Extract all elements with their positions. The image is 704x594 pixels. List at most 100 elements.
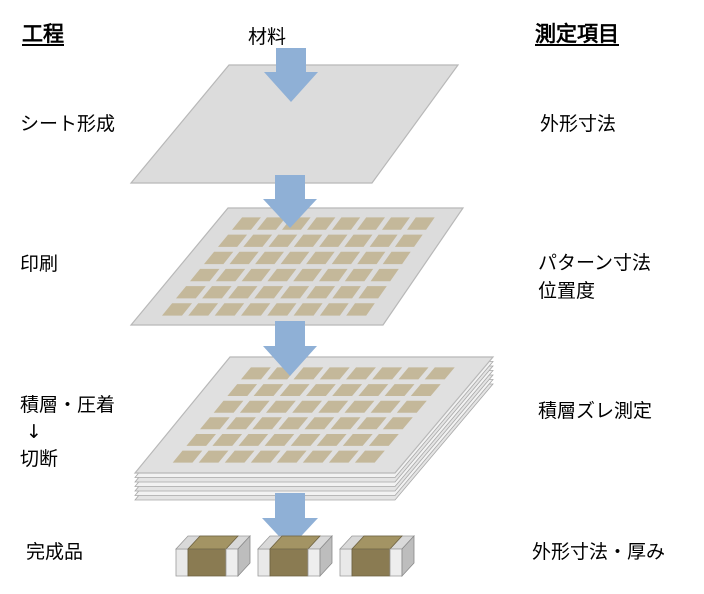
electrode-pad: [424, 367, 455, 380]
electrode-pad: [224, 450, 255, 463]
step-printing: 印刷: [20, 251, 58, 279]
electrode-pad: [241, 268, 271, 282]
chip-side: [319, 534, 333, 578]
step-sheet-forming: シート形成: [20, 111, 115, 139]
electrode-pad: [357, 251, 386, 265]
chip-terminal: [339, 548, 353, 577]
electrode-pad: [358, 384, 389, 396]
step-stacking: 積層・圧着 ↓ 切断: [20, 392, 115, 473]
electrode-pad: [358, 286, 387, 299]
arrow-material-to-sheet: [264, 48, 318, 102]
electrode-pad: [394, 234, 423, 247]
electrode-pad: [293, 234, 323, 247]
electrode-pad: [319, 367, 350, 380]
electrode-pad: [218, 234, 248, 247]
electrode-pad: [253, 384, 284, 396]
chip-body: [351, 548, 391, 577]
electrode-pad: [279, 384, 310, 396]
electrode-pad: [344, 268, 374, 282]
electrode-pad: [304, 417, 335, 430]
electrode-pad: [328, 450, 359, 463]
electrode-pad: [354, 450, 385, 463]
electrode-pad: [292, 400, 322, 413]
measure-outer-dimensions: 外形寸法: [540, 111, 616, 139]
electrode-pad: [255, 251, 284, 265]
electrode-pad: [344, 234, 373, 247]
step-printing-text: 印刷: [20, 253, 59, 275]
electrode-pad: [332, 384, 363, 396]
electrode-pad: [346, 367, 376, 380]
electrode-pad: [346, 303, 375, 316]
electrode-pad: [293, 268, 322, 282]
electrode-pad: [319, 268, 348, 282]
step-stacking-text: 積層・圧着: [20, 394, 116, 416]
electrode-pad: [293, 367, 324, 380]
electrode-pad: [318, 400, 349, 413]
step-sheet-forming-text: シート形成: [20, 113, 116, 135]
electrode-pad: [356, 417, 387, 430]
chip-terminal: [175, 548, 189, 577]
arrow-stack-to-chip: [262, 493, 318, 548]
chip-terminal: [257, 548, 271, 577]
electrode-pad: [252, 417, 282, 430]
electrode-pad: [372, 367, 403, 380]
electrode-pad: [370, 400, 401, 413]
chip-body: [187, 548, 227, 577]
electrode-pad: [213, 400, 244, 413]
electrode-pad: [226, 417, 256, 430]
electrode-pad: [202, 286, 232, 299]
step-cutting-text: 切断: [20, 448, 59, 470]
electrode-pad: [204, 251, 234, 265]
electrode-pad: [342, 434, 373, 446]
electrode-pad: [332, 286, 361, 299]
printed-pattern: [162, 217, 435, 316]
chip-side: [237, 534, 251, 578]
measure-stack-offset: 積層ズレ測定: [538, 398, 652, 426]
measure-pattern-dimensions-text: パターン寸法: [538, 252, 652, 274]
electrode-pad: [306, 384, 336, 396]
electrode-pad: [186, 434, 216, 446]
measure-position-text: 位置度: [538, 279, 596, 302]
electrode-pad: [200, 417, 230, 430]
laminated-pattern: [172, 367, 455, 463]
finished-chips: [175, 534, 415, 578]
electrode-pad: [319, 234, 348, 247]
electrode-pad: [176, 286, 206, 299]
electrode-pad: [215, 268, 246, 282]
measure-outer-thickness: 外形寸法・厚み: [532, 539, 665, 567]
electrode-pad: [278, 417, 309, 430]
electrode-pad: [369, 234, 398, 247]
electrode-pad: [319, 303, 349, 316]
electrode-pad: [410, 384, 441, 396]
electrode-pad: [316, 434, 347, 446]
electrode-pad: [268, 234, 298, 247]
electrode-pad: [243, 234, 273, 247]
electrode-pad: [241, 303, 271, 316]
arrow-sheet-to-print: [263, 175, 317, 228]
electrode-pad: [357, 217, 385, 230]
electrode-pad: [266, 400, 296, 413]
process-header: 工程: [22, 22, 64, 46]
measure-stack-offset-text: 積層ズレ測定: [538, 400, 653, 422]
step-finished-product-text: 完成品: [26, 541, 84, 563]
electrode-pad: [306, 286, 336, 299]
measurement-header: 測定項目: [535, 22, 619, 46]
electrode-pad: [241, 367, 271, 380]
electrode-pad: [250, 450, 281, 463]
electrode-pad: [276, 450, 307, 463]
measure-outer-dimensions-text: 外形寸法: [540, 113, 617, 135]
measure-outer-thickness-text: 外形寸法・厚み: [532, 541, 666, 563]
chip-terminal: [307, 548, 321, 577]
electrode-pad: [254, 286, 284, 299]
electrode-pad: [280, 251, 310, 265]
arrow-print-to-stack: [263, 321, 317, 376]
electrode-pad: [407, 217, 435, 230]
chip-terminal: [389, 548, 403, 577]
measure-pattern: パターン寸法 位置度: [538, 250, 651, 305]
electrode-pad: [398, 367, 429, 380]
electrode-pad: [293, 303, 323, 316]
electrode-pad: [306, 251, 335, 265]
electrode-pad: [384, 384, 415, 396]
step-finished-product: 完成品: [26, 539, 83, 567]
